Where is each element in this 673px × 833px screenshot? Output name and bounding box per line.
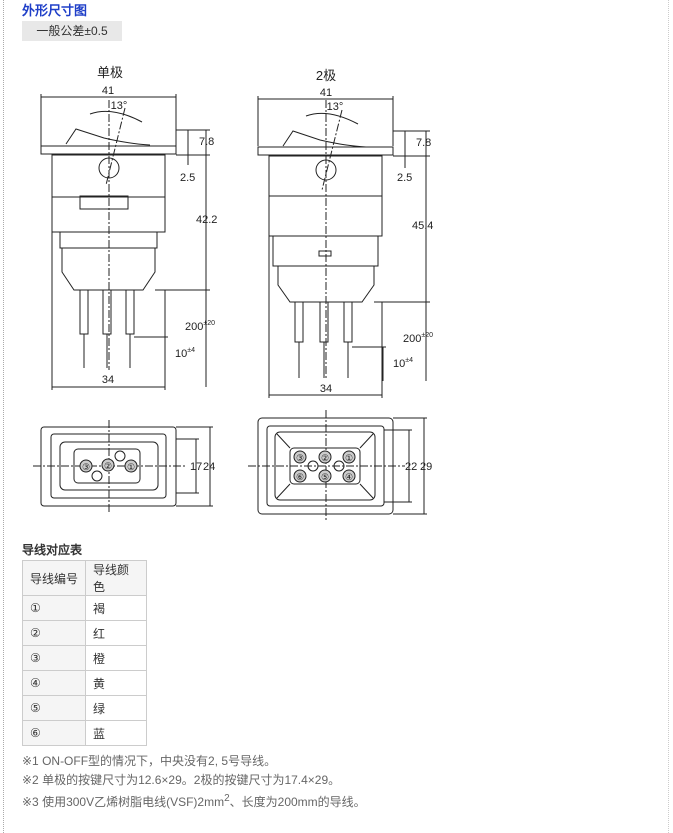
single-pole-bottom-view: ③ ② ① 17 24 [33,420,215,512]
note-3: ※3 使用300V乙烯树脂电线(VSF)2mm2、长度为200mm的导线。 [22,793,366,809]
dimension-drawings: 单极 41 13° 7.8 2.5 42.2 200±20 10±4 34 2极… [33,65,433,520]
dim-lead-length: 200±20 [403,332,433,345]
wire-color: 褐 [85,595,147,621]
table-header-row: 导线编号导线颜色 [22,560,147,596]
wire-table-title: 导线对应表 [22,543,83,557]
header-wire-color: 导线颜色 [85,560,147,596]
wire-color: 红 [85,620,147,646]
single-pole-side-view: 单极 41 13° 7.8 2.5 42.2 200±20 10±4 34 [40,65,217,390]
pin-label: ⑤ [321,472,329,482]
wire-no: ⑤ [22,695,86,721]
pin-label: ① [127,462,135,472]
dim-width-bottom: 34 [320,383,332,395]
dim-width-bottom: 34 [102,374,114,386]
dim-width-top: 41 [102,85,114,97]
note-1: ※1 ON-OFF型的情况下，中央没有2, 5号导线。 [22,754,277,768]
pin-label: ③ [82,462,90,472]
wire-no: ② [22,620,86,646]
pin-label: ① [345,453,353,463]
dim-strip-length: 10±4 [393,357,413,370]
dim-height: 42.2 [196,214,217,226]
dim-22: 22 [405,461,417,473]
wire-color: 黄 [85,670,147,696]
dim-7-8: 7.8 [199,136,214,148]
double-pole-bottom-view: ③ ② ① ⑥ ⑤ ④ 22 29 [248,410,432,520]
dim-width-top: 41 [320,87,332,99]
pin-label: ③ [296,453,304,463]
right-border [668,0,669,833]
pin-label: ② [104,461,112,471]
wire-no: ⑥ [22,720,86,746]
pin-label: ② [321,453,329,463]
wire-no: ④ [22,670,86,696]
double-label: 2极 [316,68,336,83]
double-pole-side-view: 2极 41 13° 7.8 2.5 45.4 200±20 10±4 34 [257,68,433,398]
pin-label: ④ [345,472,353,482]
dim-angle: 13° [327,101,344,113]
header-wire-no: 导线编号 [22,560,86,596]
dim-2-5: 2.5 [397,172,412,184]
dim-17: 17 [190,461,202,473]
dim-24: 24 [203,461,215,473]
pin-label: ⑥ [296,472,304,482]
wire-color: 橙 [85,645,147,671]
tolerance-label: 一般公差±0.5 [22,21,122,41]
wire-color: 蓝 [85,720,147,746]
dim-angle: 13° [111,100,128,112]
section-title: 外形尺寸图 [22,3,88,18]
dim-strip-length: 10±4 [175,347,195,360]
left-border [3,0,4,833]
note-2: ※2 单极的按键尺寸为12.6×29。2极的按键尺寸为17.4×29。 [22,773,341,787]
dim-2-5: 2.5 [180,172,195,184]
dim-height: 45.4 [412,220,433,232]
wire-no: ① [22,595,86,621]
dim-lead-length: 200±20 [185,320,215,333]
dim-29: 29 [420,461,432,473]
single-label: 单极 [97,65,123,80]
dim-7-8: 7.8 [416,137,431,149]
wire-no: ③ [22,645,86,671]
wire-color: 绿 [85,695,147,721]
